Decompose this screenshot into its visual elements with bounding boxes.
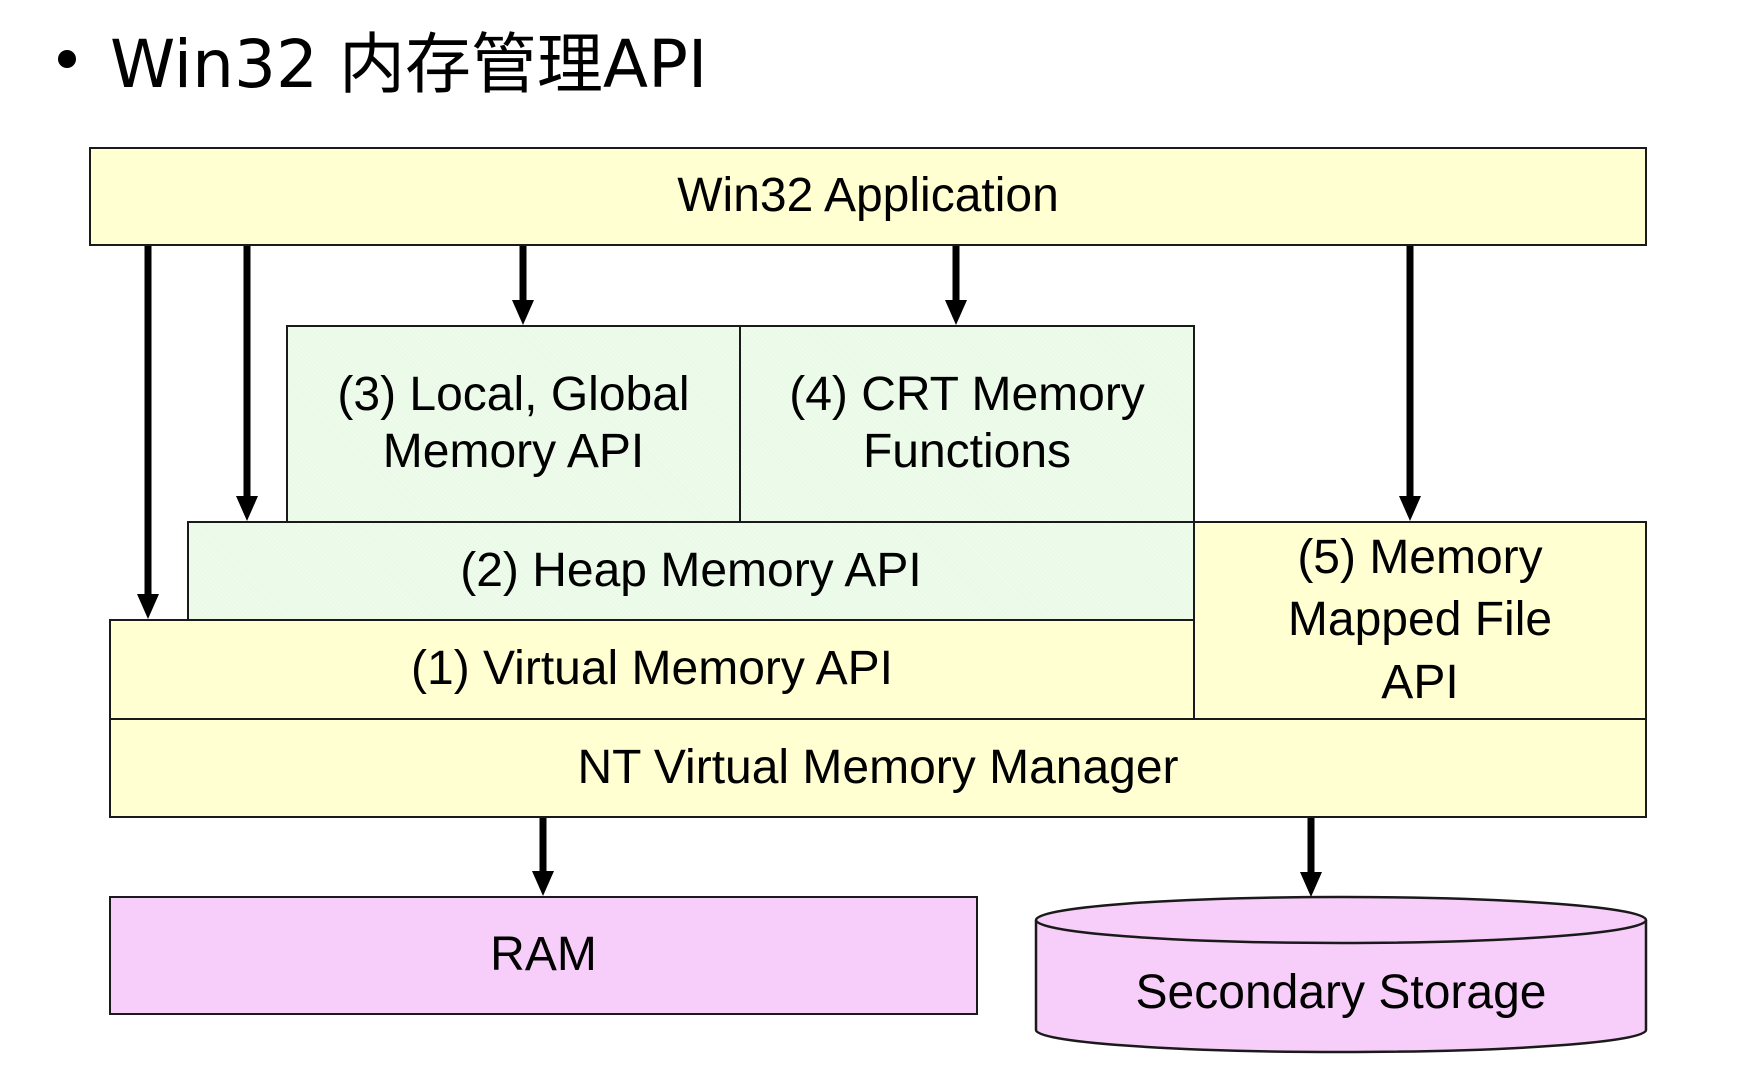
- win32-application-box: Win32 Application: [89, 147, 1647, 246]
- arrow-app-to-virtual: [137, 246, 159, 619]
- arrow-app-to-mapped-file: [1399, 246, 1421, 521]
- virtual-memory-api-label: (1) Virtual Memory API: [411, 642, 893, 696]
- arrow-vmm-to-storage: [1300, 818, 1322, 897]
- arrow-app-to-crt: [945, 246, 967, 325]
- memory-mapped-file-api-box: (5) Memory Mapped File API: [1193, 521, 1647, 720]
- memory-mapped-file-api-label: (5) Memory Mapped File API: [1287, 530, 1553, 709]
- virtual-memory-api-box: (1) Virtual Memory API: [109, 619, 1195, 720]
- nt-virtual-memory-manager-label: NT Virtual Memory Manager: [577, 740, 1179, 794]
- heap-memory-api-box: (2) Heap Memory API: [187, 521, 1195, 621]
- heap-memory-api-label: (2) Heap Memory API: [460, 543, 922, 597]
- local-global-memory-api-label: (3) Local, Global Memory API: [337, 368, 690, 478]
- crt-memory-functions-box: (4) CRT Memory Functions: [739, 325, 1195, 523]
- crt-memory-functions-label: (4) CRT Memory Functions: [789, 368, 1145, 478]
- secondary-storage-box: Secondary Storage: [1036, 943, 1646, 1043]
- slide-title: Win32 内存管理API: [58, 14, 707, 104]
- ram-label: RAM: [490, 928, 597, 982]
- arrow-app-to-heap: [236, 246, 258, 521]
- secondary-storage-cylinder: [1034, 895, 1648, 1054]
- arrow-app-to-local-global: [512, 246, 534, 325]
- win32-application-label: Win32 Application: [677, 169, 1059, 223]
- slide-title-text: Win32 内存管理API: [110, 26, 708, 103]
- ram-box: RAM: [109, 896, 978, 1015]
- secondary-storage-label: Secondary Storage: [1135, 965, 1547, 1019]
- arrow-vmm-to-ram: [532, 818, 554, 896]
- bullet-icon: [58, 50, 76, 68]
- local-global-memory-api-box: (3) Local, Global Memory API: [286, 325, 741, 523]
- nt-virtual-memory-manager-box: NT Virtual Memory Manager: [109, 718, 1647, 818]
